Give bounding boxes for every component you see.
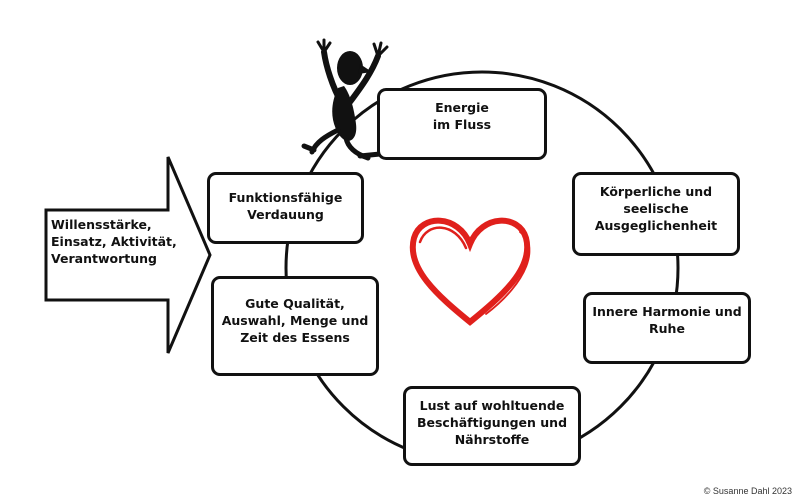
node-innere-harmonie: Innere Harmonie und Ruhe	[583, 292, 751, 364]
node-energie: Energie im Fluss	[377, 88, 547, 160]
arrow-label: Willensstärke, Einsatz, Aktivität, Veran…	[51, 217, 177, 266]
heart-icon	[409, 217, 531, 326]
node-funktionsfaehige-verdauung: Funktionsfähige Verdauung	[207, 172, 364, 244]
big-right-arrow	[44, 156, 212, 354]
copyright-credit: © Susanne Dahl 2023	[703, 486, 792, 496]
jumping-stick-figure-icon	[301, 38, 389, 161]
node-lust-auf-beschaeftigungen: Lust auf wohltuende Beschäftigungen und …	[403, 386, 581, 466]
node-koerperliche-ausgeglichenheit: Körperliche und seelische Ausgeglichenhe…	[572, 172, 740, 256]
node-gute-qualitaet: Gute Qualität, Auswahl, Menge und Zeit d…	[211, 276, 379, 376]
